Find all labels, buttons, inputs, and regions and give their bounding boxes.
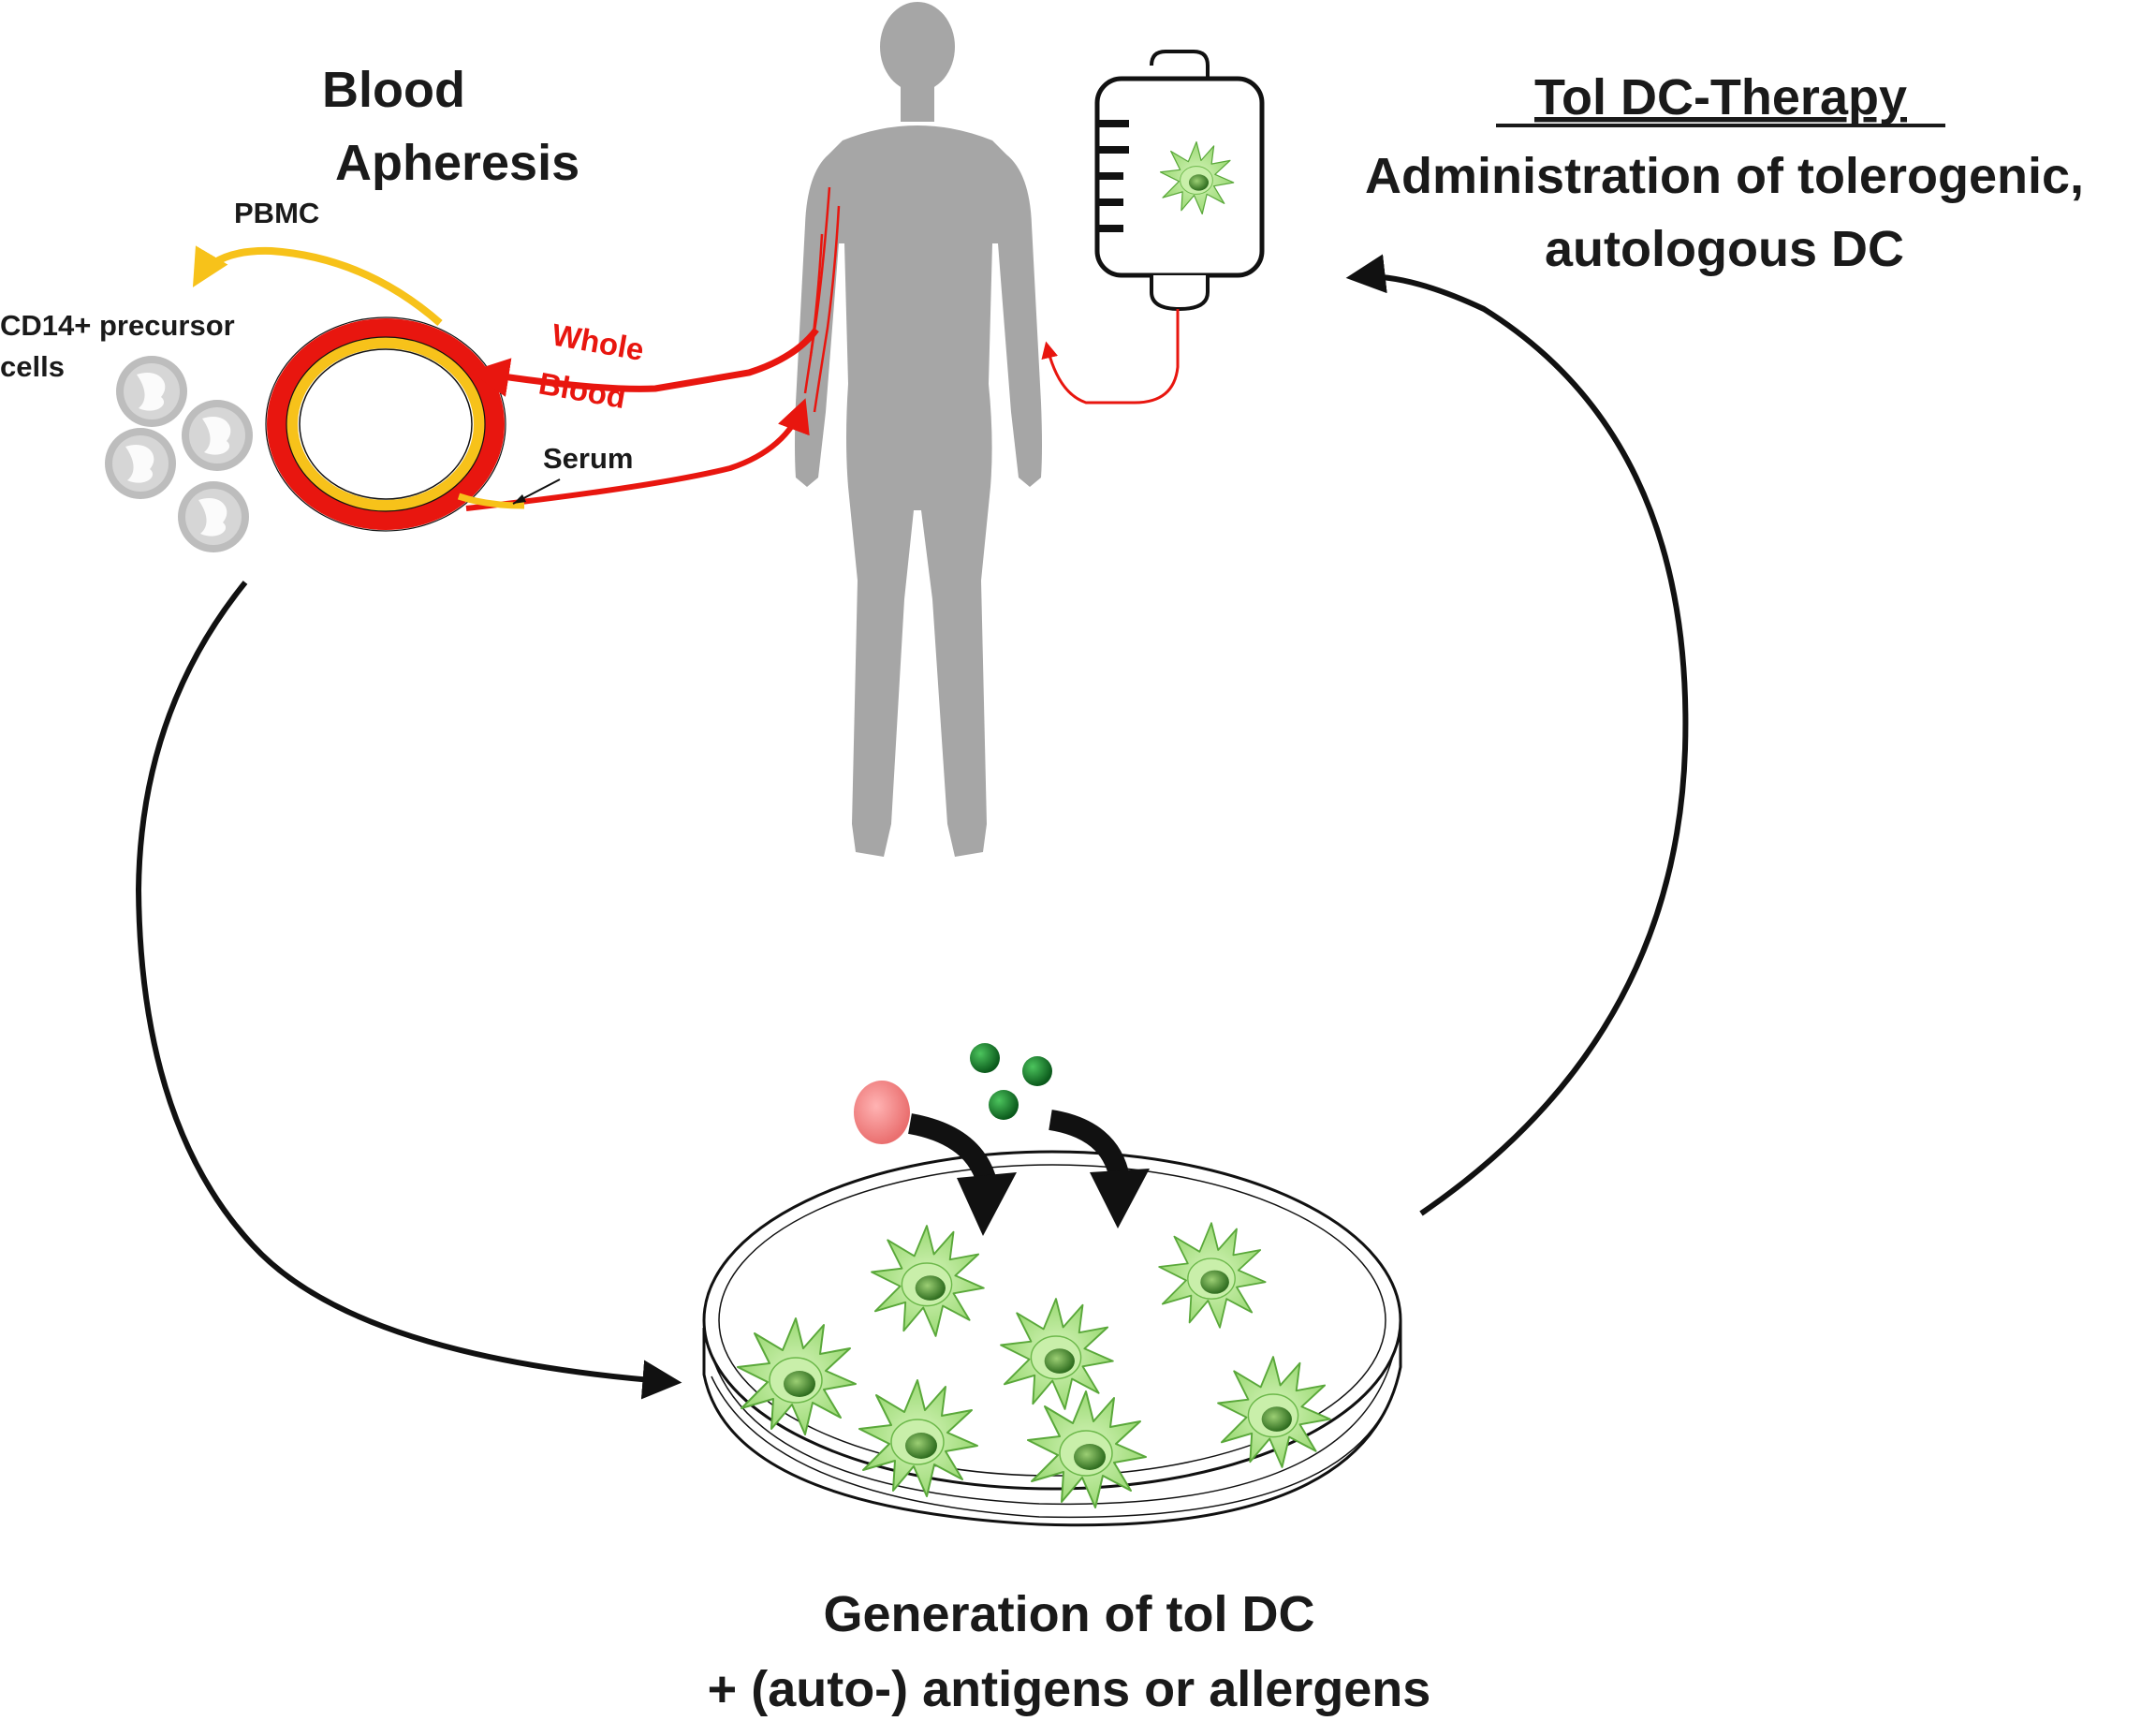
serum-outflow [457,493,525,509]
addition-arrows [907,1110,1150,1236]
arrow-culture-to-therapy [1345,254,1689,1216]
therapy-line2: autologous DC [1545,221,1904,277]
blood-apheresis-title-line2: Apheresis [335,135,579,191]
cd14-precursor-cells-icon [105,356,253,552]
allergen-particles-icon [970,1043,1052,1120]
apheresis-centrifuge-icon [265,316,506,532]
pbmc-flow-arrow [192,245,443,327]
pbmc-label: PBMC [234,197,319,229]
arm-veins [803,186,841,413]
iv-infusion-line [1041,309,1180,405]
culture-line1: Generation of tol DC [824,1586,1315,1642]
arrow-precursors-to-culture [135,581,682,1400]
precursor-label-line1: CD14+ precursor [0,309,235,342]
therapy-title: Tol DC-Therapy [1534,69,1907,125]
whole-blood-label-line1: Whole [550,316,647,367]
iv-bag-icon [1094,50,1265,312]
blood-apheresis-title-line1: Blood [322,62,465,118]
culture-line2: + (auto-) antigens or allergens [708,1661,1431,1717]
blood-return-arrow [465,398,810,511]
therapy-line1: Administration of tolerogenic, [1365,148,2084,204]
whole-blood-flow-arrow [469,327,819,397]
antigen-particle-icon [854,1081,910,1144]
precursor-label-line2: cells [0,350,65,383]
human-silhouette-icon [795,2,1042,857]
whole-blood-label-line2: Blood [536,365,628,415]
serum-label: Serum [543,442,633,475]
